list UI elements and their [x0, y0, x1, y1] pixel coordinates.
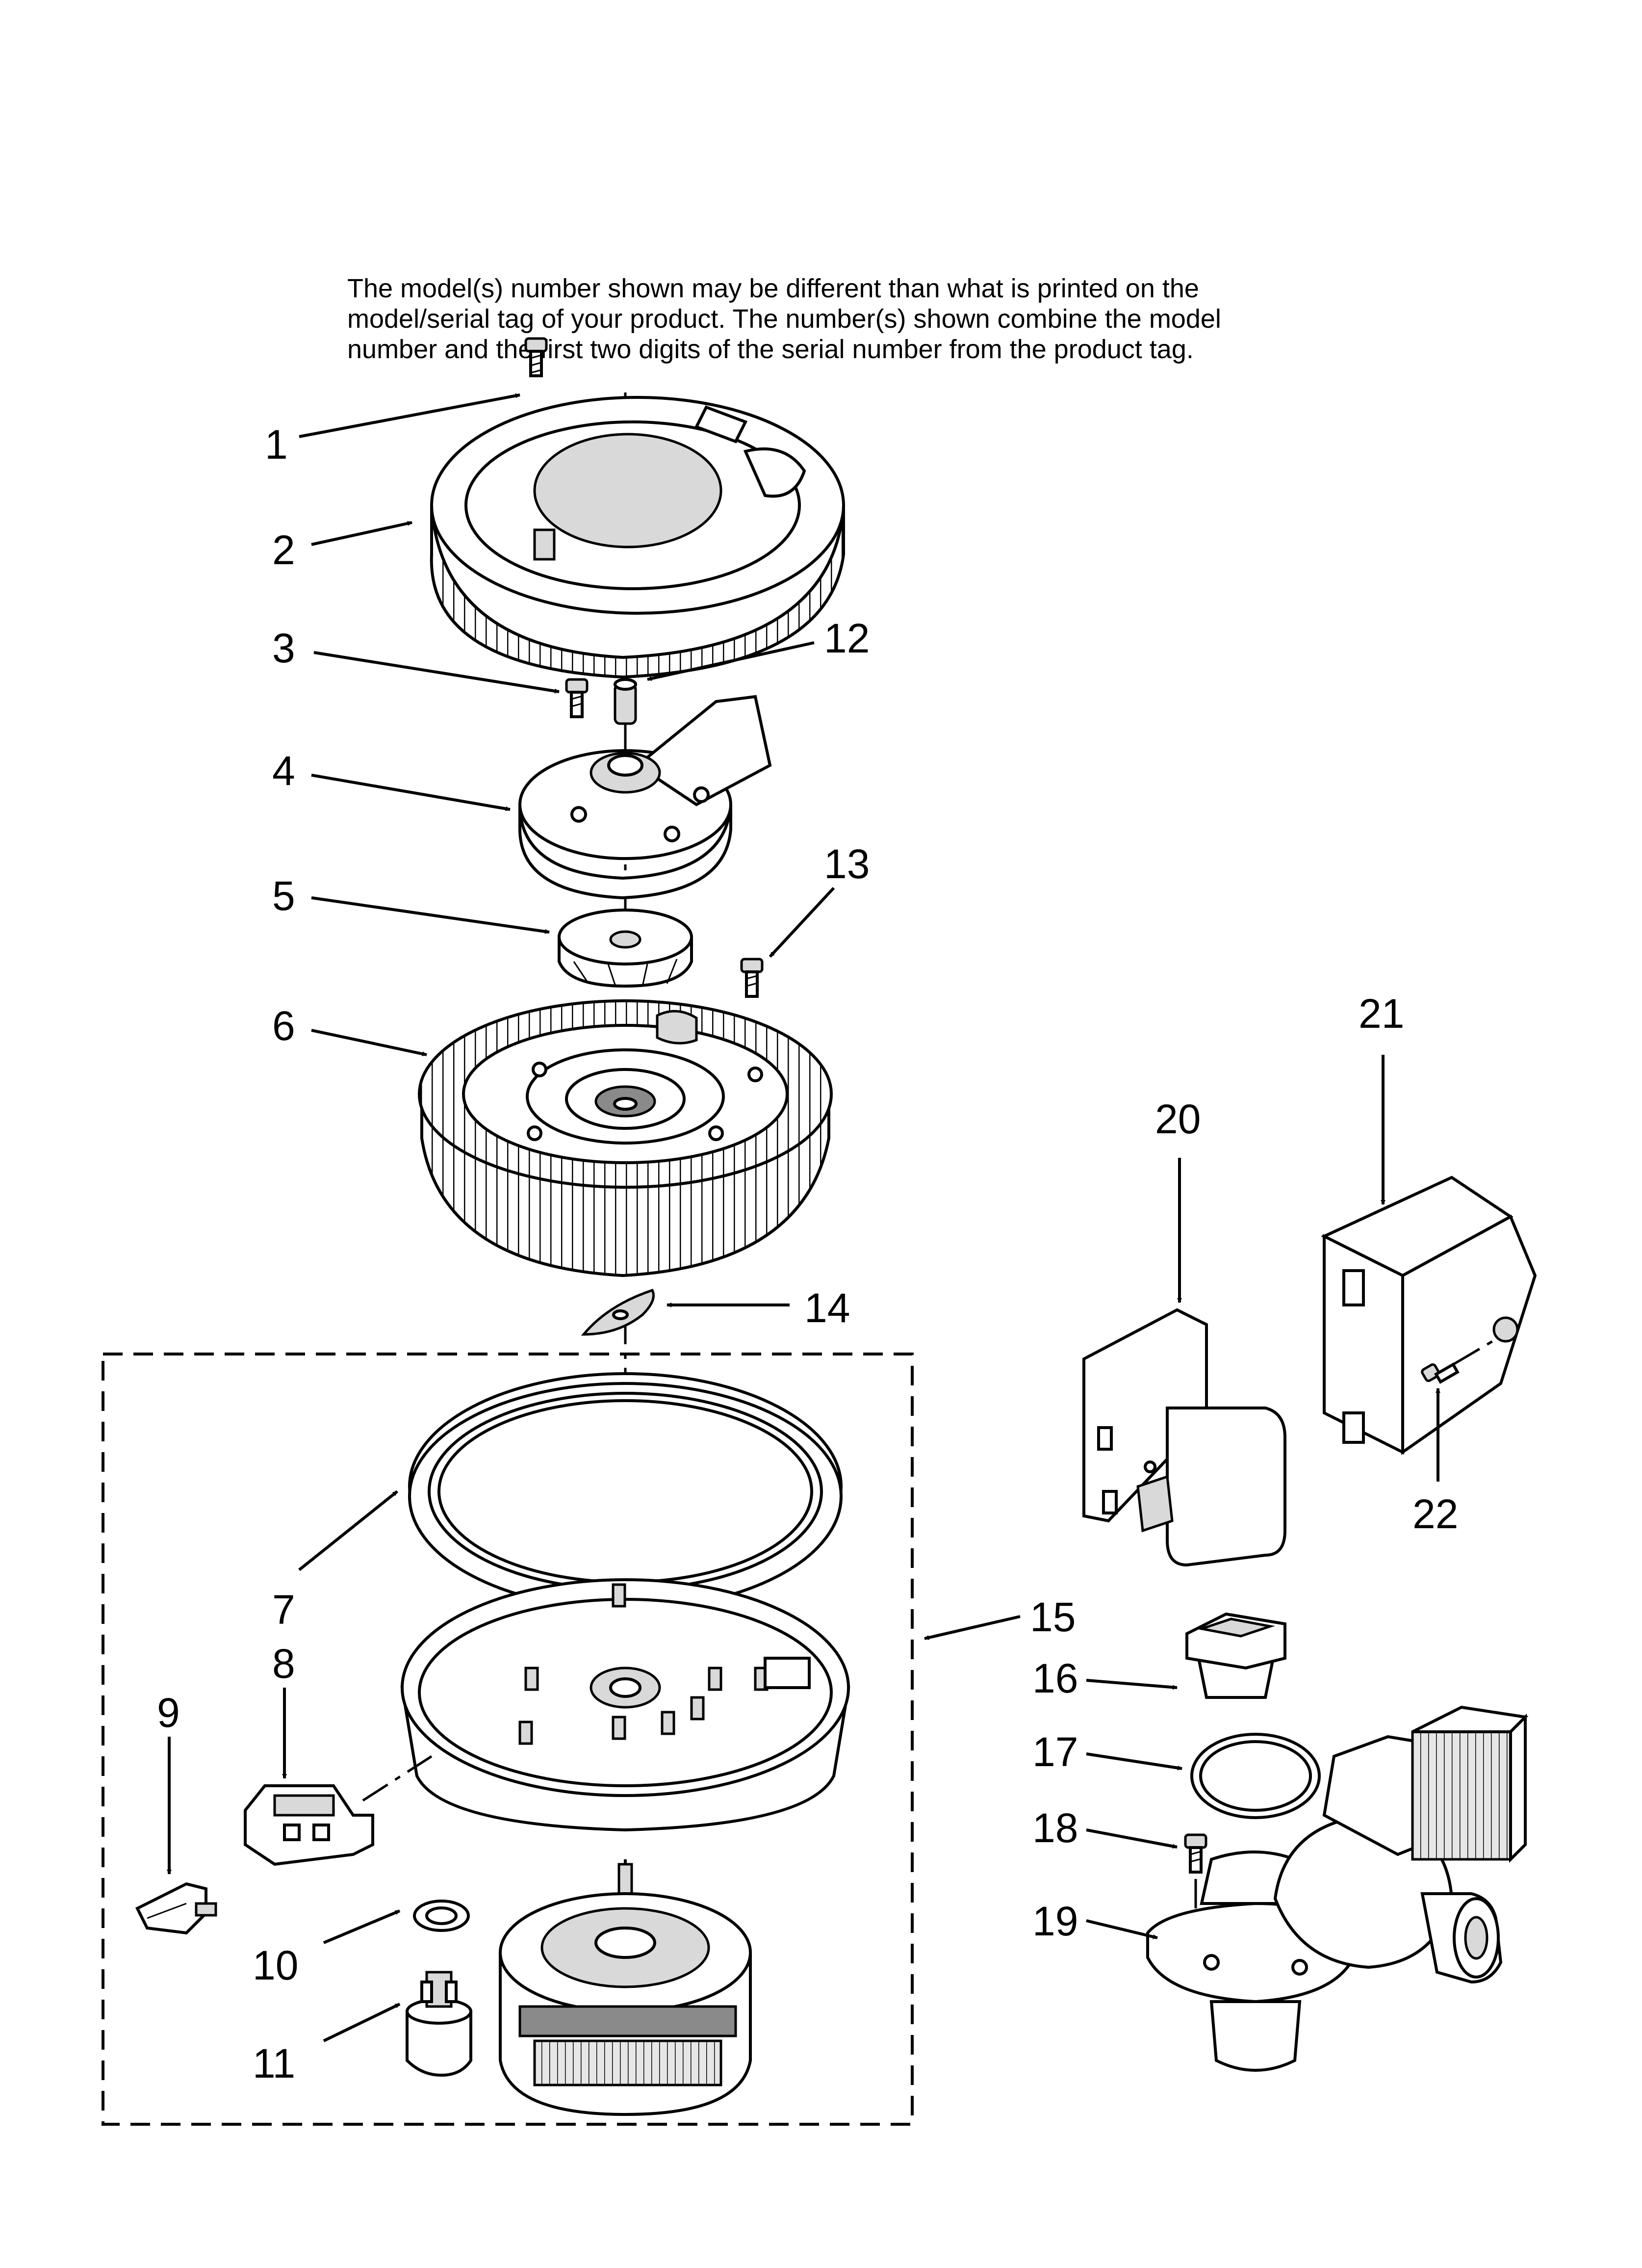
callout-10: 10 — [253, 1942, 298, 1988]
part-1-screw — [524, 337, 548, 377]
callout-15: 15 — [1030, 1594, 1076, 1640]
callout-18: 18 — [1032, 1805, 1078, 1851]
callout-6: 6 — [272, 1003, 295, 1049]
part-5-impeller — [558, 909, 693, 988]
part-6-filter-housing — [418, 999, 833, 1277]
callout-3: 3 — [272, 625, 295, 671]
part-16-retainer — [1185, 1612, 1286, 1699]
callout-5: 5 — [272, 873, 295, 919]
part-22-screw — [1421, 1338, 1497, 1384]
callout-9: 9 — [157, 1690, 180, 1736]
callout-21: 21 — [1359, 991, 1404, 1037]
callout-4: 4 — [272, 748, 295, 794]
part-2-upper-housing — [430, 396, 845, 679]
callout-19: 19 — [1032, 1898, 1078, 1944]
part-17-oring — [1190, 1733, 1321, 1819]
part-13-screw — [740, 958, 764, 998]
callout-14: 14 — [804, 1285, 850, 1331]
note-line-2: model/serial tag of your product. The nu… — [347, 304, 1221, 334]
part-9-clip — [135, 1882, 217, 1935]
part-8-sensor — [244, 1784, 374, 1866]
callout-13: 13 — [824, 841, 870, 887]
callout-12: 12 — [824, 615, 870, 661]
leader-lines — [167, 393, 1440, 2042]
sump-bowl — [400, 1578, 850, 1832]
callout-numbers: 1 2 3 4 5 6 7 8 9 10 11 12 13 14 15 16 1… — [157, 421, 1458, 2086]
note-line-1: The model(s) number shown may be differe… — [347, 274, 1199, 303]
part-21-electrical-box — [1321, 1175, 1537, 1455]
part-11-fitting — [406, 1971, 472, 2077]
part-19-drain-pump — [1146, 1705, 1529, 2072]
part-10-oring — [413, 1900, 470, 1932]
part-3-screw — [565, 678, 589, 718]
part-14-gasket — [581, 1288, 655, 1336]
callout-16: 16 — [1032, 1655, 1078, 1701]
pump-motor — [499, 1859, 752, 2116]
axis-line-8 — [362, 1755, 433, 1802]
note-line-3: number and the first two digits of the s… — [347, 335, 1194, 364]
callout-11: 11 — [253, 2040, 295, 2086]
callout-17: 17 — [1032, 1729, 1078, 1775]
part-20-bracket — [1082, 1308, 1286, 1567]
part-18-screw — [1184, 1833, 1207, 1913]
assembly-15-box — [102, 1353, 914, 2126]
callout-8: 8 — [272, 1641, 295, 1687]
disclaimer-note: The model(s) number shown may be differe… — [347, 274, 1221, 364]
callout-22: 22 — [1412, 1491, 1458, 1537]
callout-2: 2 — [272, 527, 295, 573]
part-7-seal-ring — [408, 1372, 843, 1611]
callout-1: 1 — [265, 421, 288, 468]
callout-20: 20 — [1155, 1096, 1201, 1142]
part-4-pump-cover — [518, 695, 772, 900]
part-12-pin — [614, 678, 637, 725]
callout-7: 7 — [272, 1587, 295, 1633]
